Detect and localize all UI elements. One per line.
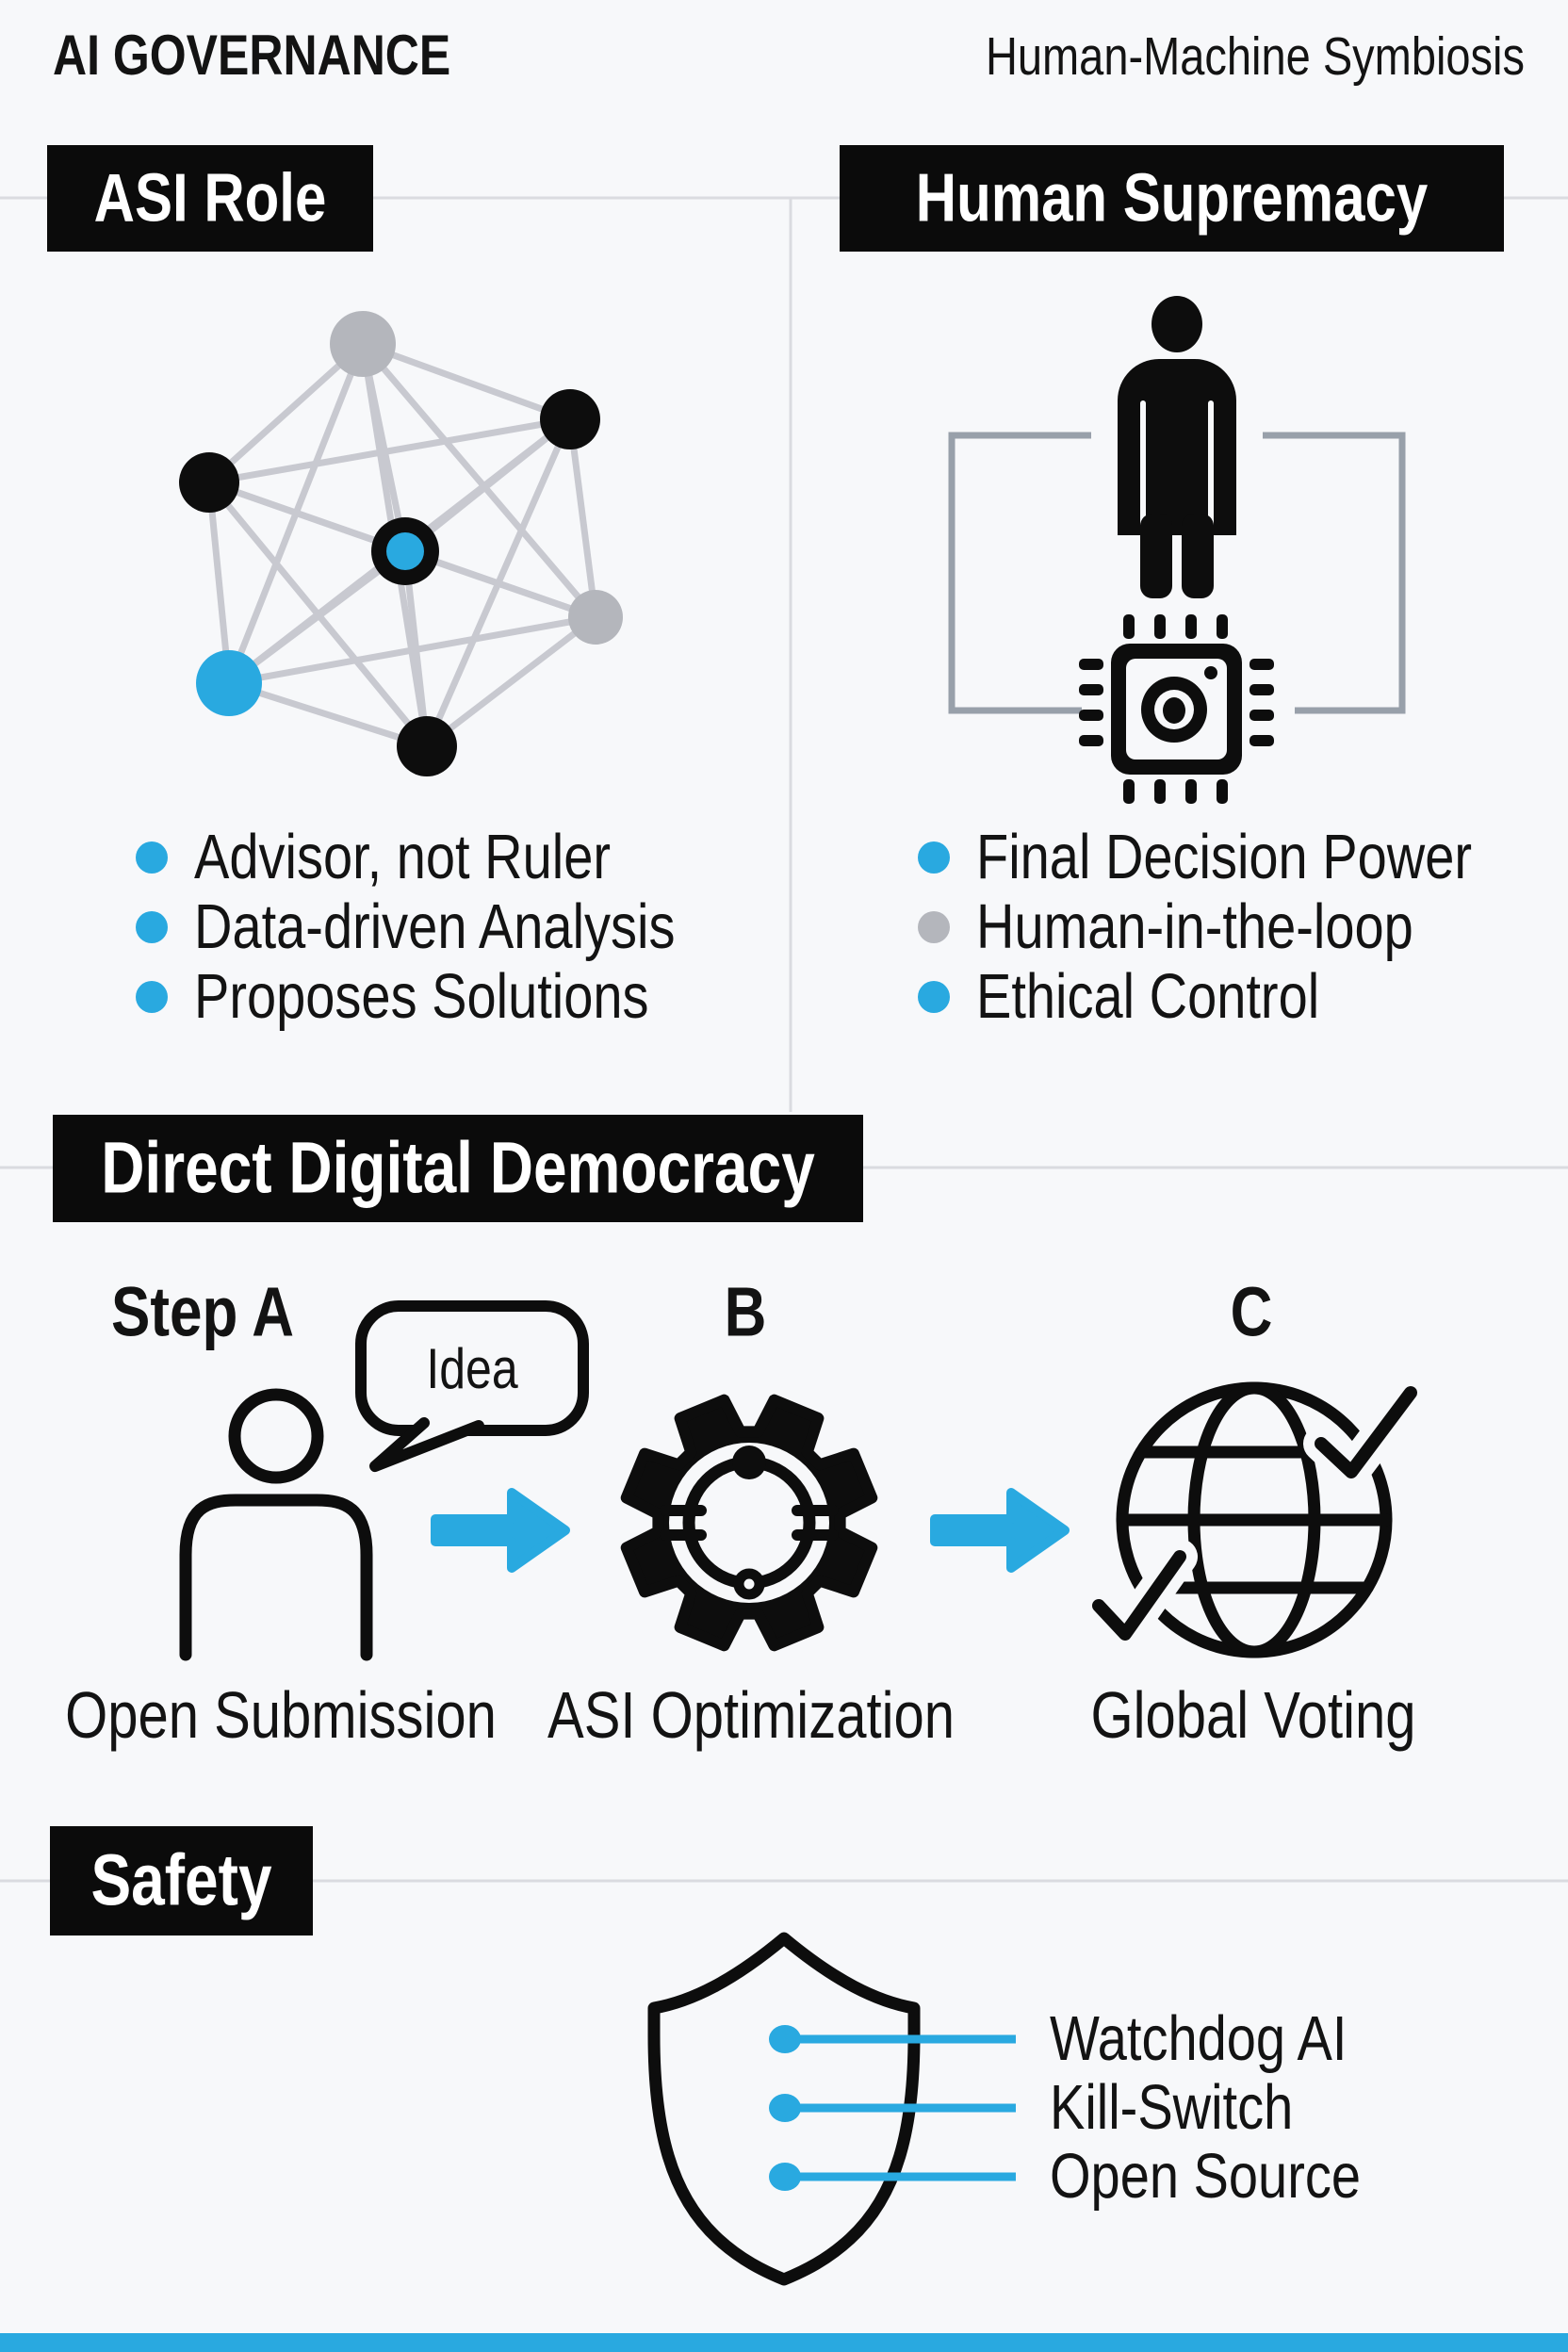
list-item: Ethical Control bbox=[918, 962, 1472, 1032]
section-title-human-supremacy: Human Supremacy bbox=[840, 145, 1504, 252]
checkmark-icon bbox=[1081, 1539, 1198, 1652]
bullet-dot bbox=[136, 981, 168, 1013]
safety-connectors bbox=[769, 2025, 1016, 2191]
section-title-safety: Safety bbox=[50, 1826, 313, 1936]
human-supremacy-icon bbox=[948, 296, 1406, 804]
page-title: AI GOVERNANCE bbox=[53, 27, 450, 84]
safety-item-kill-switch: Kill-Switch bbox=[1050, 2071, 1294, 2143]
list-item: Final Decision Power bbox=[918, 823, 1472, 892]
checkmark-icon bbox=[1303, 1375, 1429, 1490]
shield-icon bbox=[647, 1932, 921, 2286]
human-supremacy-bullet-list: Final Decision Power Human-in-the-loop E… bbox=[918, 823, 1472, 1032]
person-silhouette-icon bbox=[1118, 296, 1236, 598]
step-label-b: B bbox=[724, 1273, 767, 1352]
footer-accent-bar bbox=[0, 2333, 1568, 2352]
bullet-dot bbox=[918, 981, 950, 1013]
page-subtitle-text: Human-Machine Symbiosis bbox=[985, 25, 1525, 86]
step-caption-open-submission: Open Submission bbox=[65, 1678, 497, 1753]
safety-item-watchdog-ai: Watchdog AI bbox=[1050, 2002, 1348, 2074]
bullet-dot bbox=[136, 841, 168, 874]
list-item: Data-driven Analysis bbox=[136, 892, 675, 962]
network-nodes bbox=[179, 311, 623, 776]
bullet-dot bbox=[918, 841, 950, 874]
list-item: Advisor, not Ruler bbox=[136, 823, 675, 892]
step-caption-global-voting: Global Voting bbox=[1090, 1678, 1416, 1753]
arrow-right-icon bbox=[431, 1488, 570, 1573]
arrow-right-icon bbox=[930, 1488, 1070, 1573]
frame-rectangle bbox=[948, 432, 1406, 714]
step-caption-asi-optimization: ASI Optimization bbox=[547, 1678, 955, 1753]
section-title-direct-digital-democracy: Direct Digital Democracy bbox=[53, 1115, 863, 1222]
page-title-text: AI GOVERNANCE bbox=[53, 23, 451, 88]
bullet-dot bbox=[136, 911, 168, 943]
gear-icon bbox=[620, 1394, 878, 1652]
page-subtitle: Human-Machine Symbiosis bbox=[986, 29, 1525, 82]
speech-bubble bbox=[355, 1300, 589, 1472]
list-item: Human-in-the-loop bbox=[918, 892, 1472, 962]
list-item: Proposes Solutions bbox=[136, 962, 675, 1032]
speech-bubble-text: Idea bbox=[426, 1336, 518, 1401]
step-label-c: C bbox=[1230, 1273, 1273, 1352]
chip-icon bbox=[1079, 614, 1274, 804]
network-diagram-icon bbox=[179, 311, 623, 776]
globe-icon bbox=[1081, 1375, 1429, 1658]
person-outline-icon bbox=[179, 1388, 373, 1661]
safety-item-open-source: Open Source bbox=[1050, 2140, 1361, 2212]
step-label-a: Step A bbox=[110, 1273, 295, 1352]
section-title-asi-role: ASI Role bbox=[47, 145, 373, 252]
asi-role-bullet-list: Advisor, not Ruler Data-driven Analysis … bbox=[136, 823, 675, 1032]
bullet-dot bbox=[918, 911, 950, 943]
